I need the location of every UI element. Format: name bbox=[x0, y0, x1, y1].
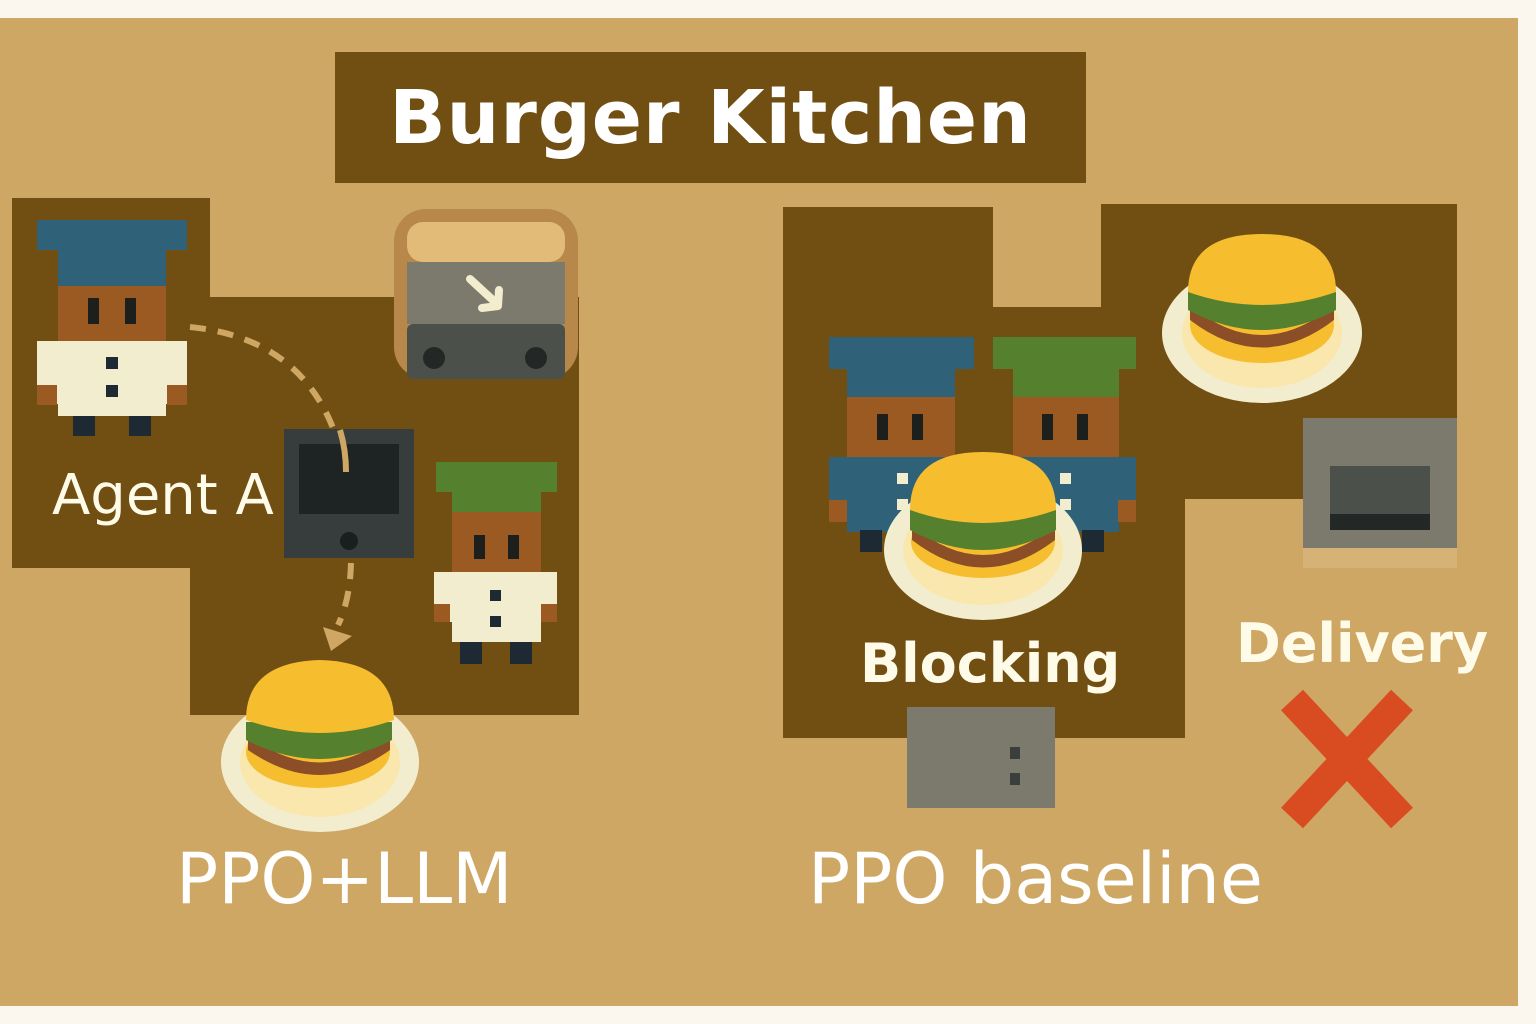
ppo-llm-caption: PPO+LLM bbox=[176, 838, 513, 920]
chef-blue-agent-a[interactable] bbox=[37, 220, 187, 436]
burger-blocking[interactable] bbox=[884, 452, 1082, 620]
ingredient-dispenser[interactable] bbox=[394, 209, 578, 379]
burger-on-plate-right[interactable] bbox=[1162, 234, 1362, 403]
burger-on-plate-left[interactable] bbox=[221, 660, 419, 832]
cooking-station[interactable] bbox=[284, 429, 414, 558]
arrow-down-right-icon bbox=[466, 275, 503, 312]
chef-green-left[interactable] bbox=[434, 462, 557, 664]
cross-icon bbox=[1281, 689, 1413, 829]
delivery-station[interactable] bbox=[1303, 418, 1457, 568]
title-banner: Burger Kitchen bbox=[335, 52, 1086, 183]
agent-a-label: Agent A bbox=[52, 463, 274, 528]
blocking-label: Blocking bbox=[860, 632, 1121, 695]
ppo-baseline-caption: PPO baseline bbox=[808, 838, 1263, 920]
delivery-label: Delivery bbox=[1236, 612, 1489, 675]
counter-cabinet[interactable] bbox=[907, 707, 1055, 808]
game-title: Burger Kitchen bbox=[389, 74, 1032, 161]
planned-path-arrow-head bbox=[337, 429, 349, 473]
chef-green-right[interactable] bbox=[993, 337, 1136, 552]
